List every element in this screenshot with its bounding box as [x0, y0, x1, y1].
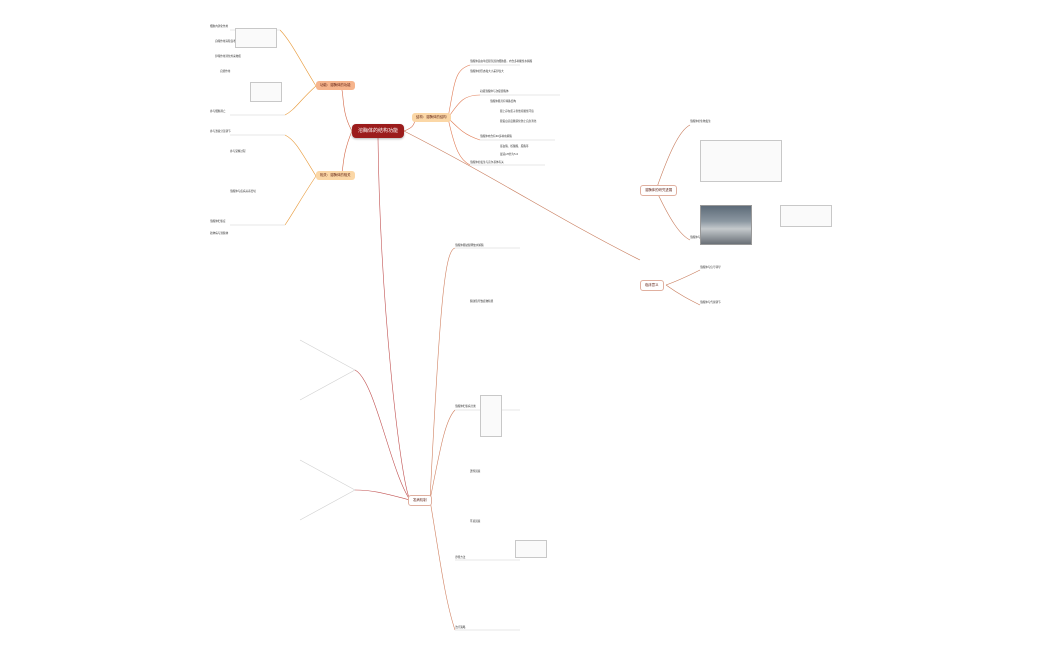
node-function-8[interactable]: 溶酶体贮积症 [210, 220, 226, 223]
table-image [480, 395, 502, 437]
node-research-0[interactable]: 溶酶体的生物发生 [690, 120, 711, 123]
node-function-3[interactable]: 自溶作用 [220, 70, 231, 73]
diagram-image [700, 140, 782, 182]
diagram-image [515, 540, 547, 558]
node-structure-6[interactable]: 溶酶体内含有60多种水解酶 [480, 135, 512, 138]
node-structure-4[interactable]: 膜上存在质子泵维持酸性环境 [500, 110, 534, 113]
node-structure-3[interactable]: 溶酶体膜具有特殊结构 [490, 100, 516, 103]
node-function-1[interactable]: 自噬作用清除衰老细胞器 [215, 40, 244, 43]
node-pathogenesis-1[interactable]: 酶缺陷导致底物积累 [470, 300, 494, 303]
diagram-image [780, 205, 832, 227]
node-structure-5[interactable]: 膜蛋白高度糖基化防止自身消化 [500, 120, 537, 123]
node-pathogenesis-6[interactable]: 治疗策略 [455, 626, 466, 629]
node-pathogenesis-4[interactable]: 环境因素 [470, 520, 481, 523]
node-function-0[interactable]: 细胞内消化作用 [210, 25, 229, 28]
node-structure-2[interactable]: 初级溶酶体与次级溶酶体 [480, 90, 509, 93]
branch-function[interactable]: 功能：溶酶体的功能 [316, 81, 355, 90]
diagram-image [250, 82, 282, 102]
branch-related[interactable]: 相关：溶酶体的相关 [316, 171, 355, 180]
node-structure-9[interactable]: 溶酶体的发生与高尔基体有关 [470, 161, 504, 164]
node-pathogenesis-0[interactable]: 溶酶体膜破裂释放水解酶 [455, 244, 484, 247]
node-function-2[interactable]: 异噬作用消化外来物质 [215, 55, 241, 58]
node-function-5[interactable]: 参与激素分泌调节 [210, 130, 231, 133]
central-topic[interactable]: 溶酶体的结构功能 [352, 124, 404, 138]
diagram-image [235, 28, 277, 48]
node-structure-0[interactable]: 溶酶体是由单层膜包围的细胞器，内含多种酸性水解酶 [470, 60, 533, 63]
branch-pathogenesis[interactable]: 发病机制 [408, 495, 432, 506]
node-research-3[interactable]: 溶酶体与代谢调节 [700, 301, 721, 304]
node-pathogenesis-5[interactable]: 诊断方法 [455, 556, 466, 559]
photo-image [700, 205, 752, 245]
node-pathogenesis-2[interactable]: 溶酶体贮积病分类 [455, 405, 476, 408]
branch-structure[interactable]: 结构：溶酶体的结构 [412, 113, 451, 122]
node-function-9[interactable]: 硅肺病与溶酶体 [210, 232, 229, 235]
node-structure-1[interactable]: 溶酶体的形态和大小差异较大 [470, 70, 504, 73]
node-function-6[interactable]: 参与受精过程 [230, 150, 246, 153]
branch-clinical[interactable]: 临床意义 [640, 280, 664, 291]
node-structure-8[interactable]: 最适pH约为5.0 [500, 153, 519, 156]
node-function-4[interactable]: 参与细胞凋亡 [210, 110, 226, 113]
node-research-2[interactable]: 溶酶体与信号转导 [700, 266, 721, 269]
node-research-1[interactable]: 溶酶体与自噬 [690, 236, 706, 239]
branch-research[interactable]: 溶酶体的研究进展 [640, 185, 678, 196]
node-structure-7[interactable]: 蛋白酶、核酸酶、脂酶等 [500, 145, 529, 148]
node-function-7[interactable]: 溶酶体与疾病关系密切 [230, 190, 256, 193]
node-pathogenesis-3[interactable]: 遗传因素 [470, 470, 481, 473]
